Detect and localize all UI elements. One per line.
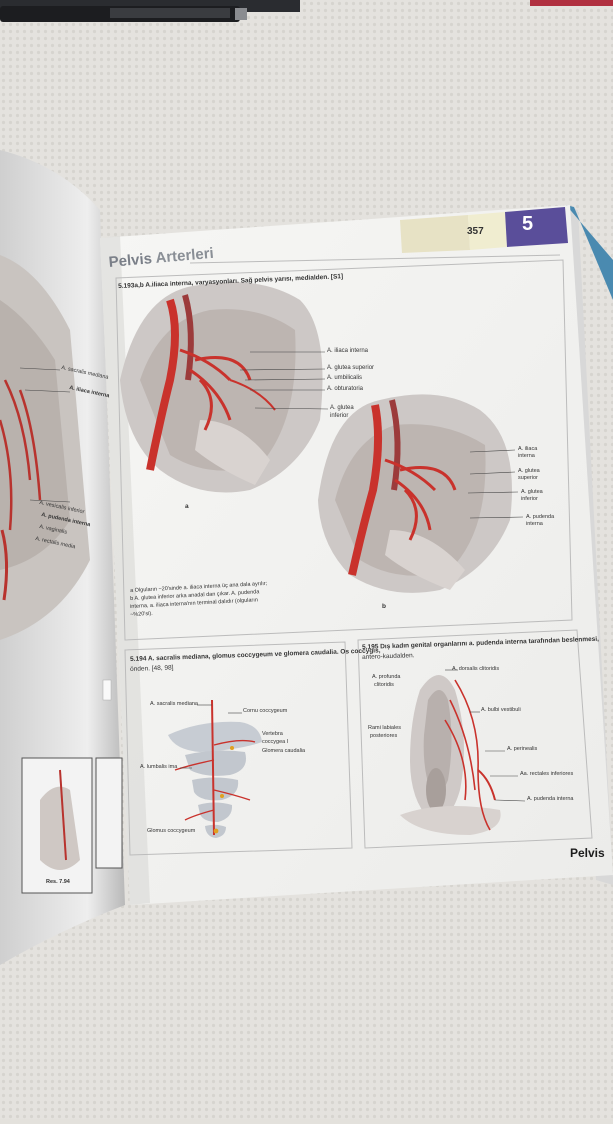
- label-a-perinealis: A. perinealis: [507, 746, 538, 752]
- label-b-a-glutea-2: A. glutea: [521, 489, 543, 495]
- fig-193a-illustration: [120, 282, 323, 493]
- label-a-profunda: A. profunda: [372, 674, 401, 680]
- fig-193-note-4: ~%20'si).: [130, 610, 153, 618]
- label-b-inferior: inferior: [521, 496, 538, 502]
- label-b-a-glutea-1: A. glutea: [518, 468, 540, 474]
- label-a-pudenda-interna: A. pudenda interna: [527, 796, 574, 802]
- label-a-glutea-superior: A. glutea superior: [327, 365, 375, 371]
- label-inferior: inferior: [330, 413, 349, 419]
- label-rami-labiales: Rami labiales: [368, 725, 402, 731]
- label-a-bulbi-vestibuli: A. bulbi vestibuli: [481, 707, 521, 713]
- fig-193-frame: [115, 259, 573, 641]
- label-a-sacralis-mediana: A. sacralis mediana: [150, 701, 198, 707]
- fig-194-frame: [124, 641, 353, 856]
- panel-b-label: b: [382, 603, 386, 610]
- label-b-superior: superior: [518, 475, 538, 481]
- label-a-dorsalis-clitoridis: A. dorsalis clitoridis: [452, 666, 500, 672]
- label-glomera-caudalia: Glomera caudalia: [262, 748, 306, 754]
- fig-195-illustration: [400, 675, 501, 835]
- fig-195-frame: [357, 629, 593, 849]
- page-number: 357: [467, 226, 484, 237]
- label-posteriores: posteriores: [370, 733, 398, 739]
- page-footer: Pelvis: [570, 846, 605, 860]
- label-a-obturatoria: A. obturatoria: [327, 386, 364, 392]
- label-b-a-pudenda: A. pudenda: [526, 514, 555, 520]
- label-clitoridis: clitoridis: [374, 682, 394, 688]
- label-glomus-coccygeum: Glomus coccygeum: [147, 828, 196, 834]
- label-b-a-iliaca: A. iliaca: [518, 446, 538, 452]
- chapter-number: 5: [522, 213, 534, 235]
- label-aa-rectales-inferiores: Aa. rectales inferiores: [520, 771, 574, 777]
- label-coccygea-i: coccygea I: [262, 739, 289, 745]
- label-b-interna: interna: [518, 453, 535, 459]
- fig-193b-illustration: [318, 394, 512, 593]
- label-cornu-coccygeum: Cornu coccygeum: [243, 708, 288, 714]
- chapter-tab: [505, 207, 568, 247]
- left-thumb-ref: Res. 7.94: [46, 879, 70, 885]
- label-a-lumbalis-ima: A. lumbalis ima: [140, 764, 178, 770]
- label-a-glutea: A. glutea: [330, 405, 354, 411]
- panel-a-label: a: [185, 503, 189, 510]
- fig-194-illustration: [168, 699, 262, 838]
- header-band: [400, 215, 470, 253]
- label-b-pudenda-interna: interna: [526, 521, 543, 527]
- label-a-iliaca-interna: A. iliaca interna: [327, 348, 369, 354]
- label-a-umbilicalis: A. umbilicalis: [327, 375, 363, 381]
- label-vertebra: Vertebra: [262, 731, 283, 737]
